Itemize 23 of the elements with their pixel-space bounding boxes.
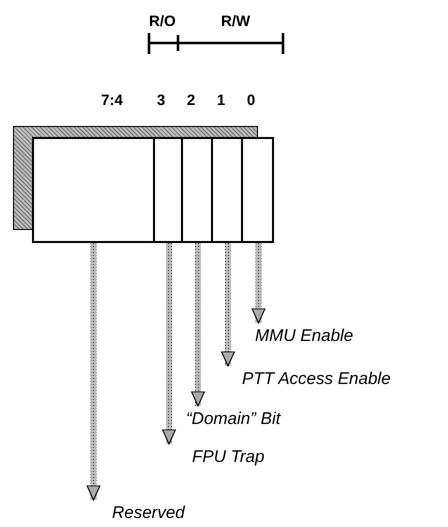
bit-description: Reserved [112, 503, 185, 523]
bit-description: “Domain” Bit [186, 409, 280, 429]
bit-number: 2 [186, 92, 196, 109]
bit-field [32, 137, 155, 243]
bit-description: FPU Trap [192, 447, 264, 467]
bit-number: 0 [246, 92, 256, 109]
bit-field [243, 137, 274, 243]
bit-field [183, 137, 213, 243]
register-box [32, 137, 276, 243]
bit-number: 3 [156, 92, 166, 109]
access-label: R/W [221, 13, 250, 30]
arrow [251, 243, 266, 324]
bit-number: 1 [216, 92, 226, 109]
arrow [220, 243, 236, 367]
access-label: R/O [149, 13, 176, 30]
arrow [190, 243, 206, 407]
bit-description: PTT Access Enable [242, 369, 391, 389]
arrow [86, 243, 101, 501]
bit-field [213, 137, 243, 243]
bit-field [155, 137, 183, 243]
bit-number: 7:4 [100, 92, 124, 109]
arrow [162, 243, 176, 445]
bit-description: MMU Enable [255, 326, 354, 346]
